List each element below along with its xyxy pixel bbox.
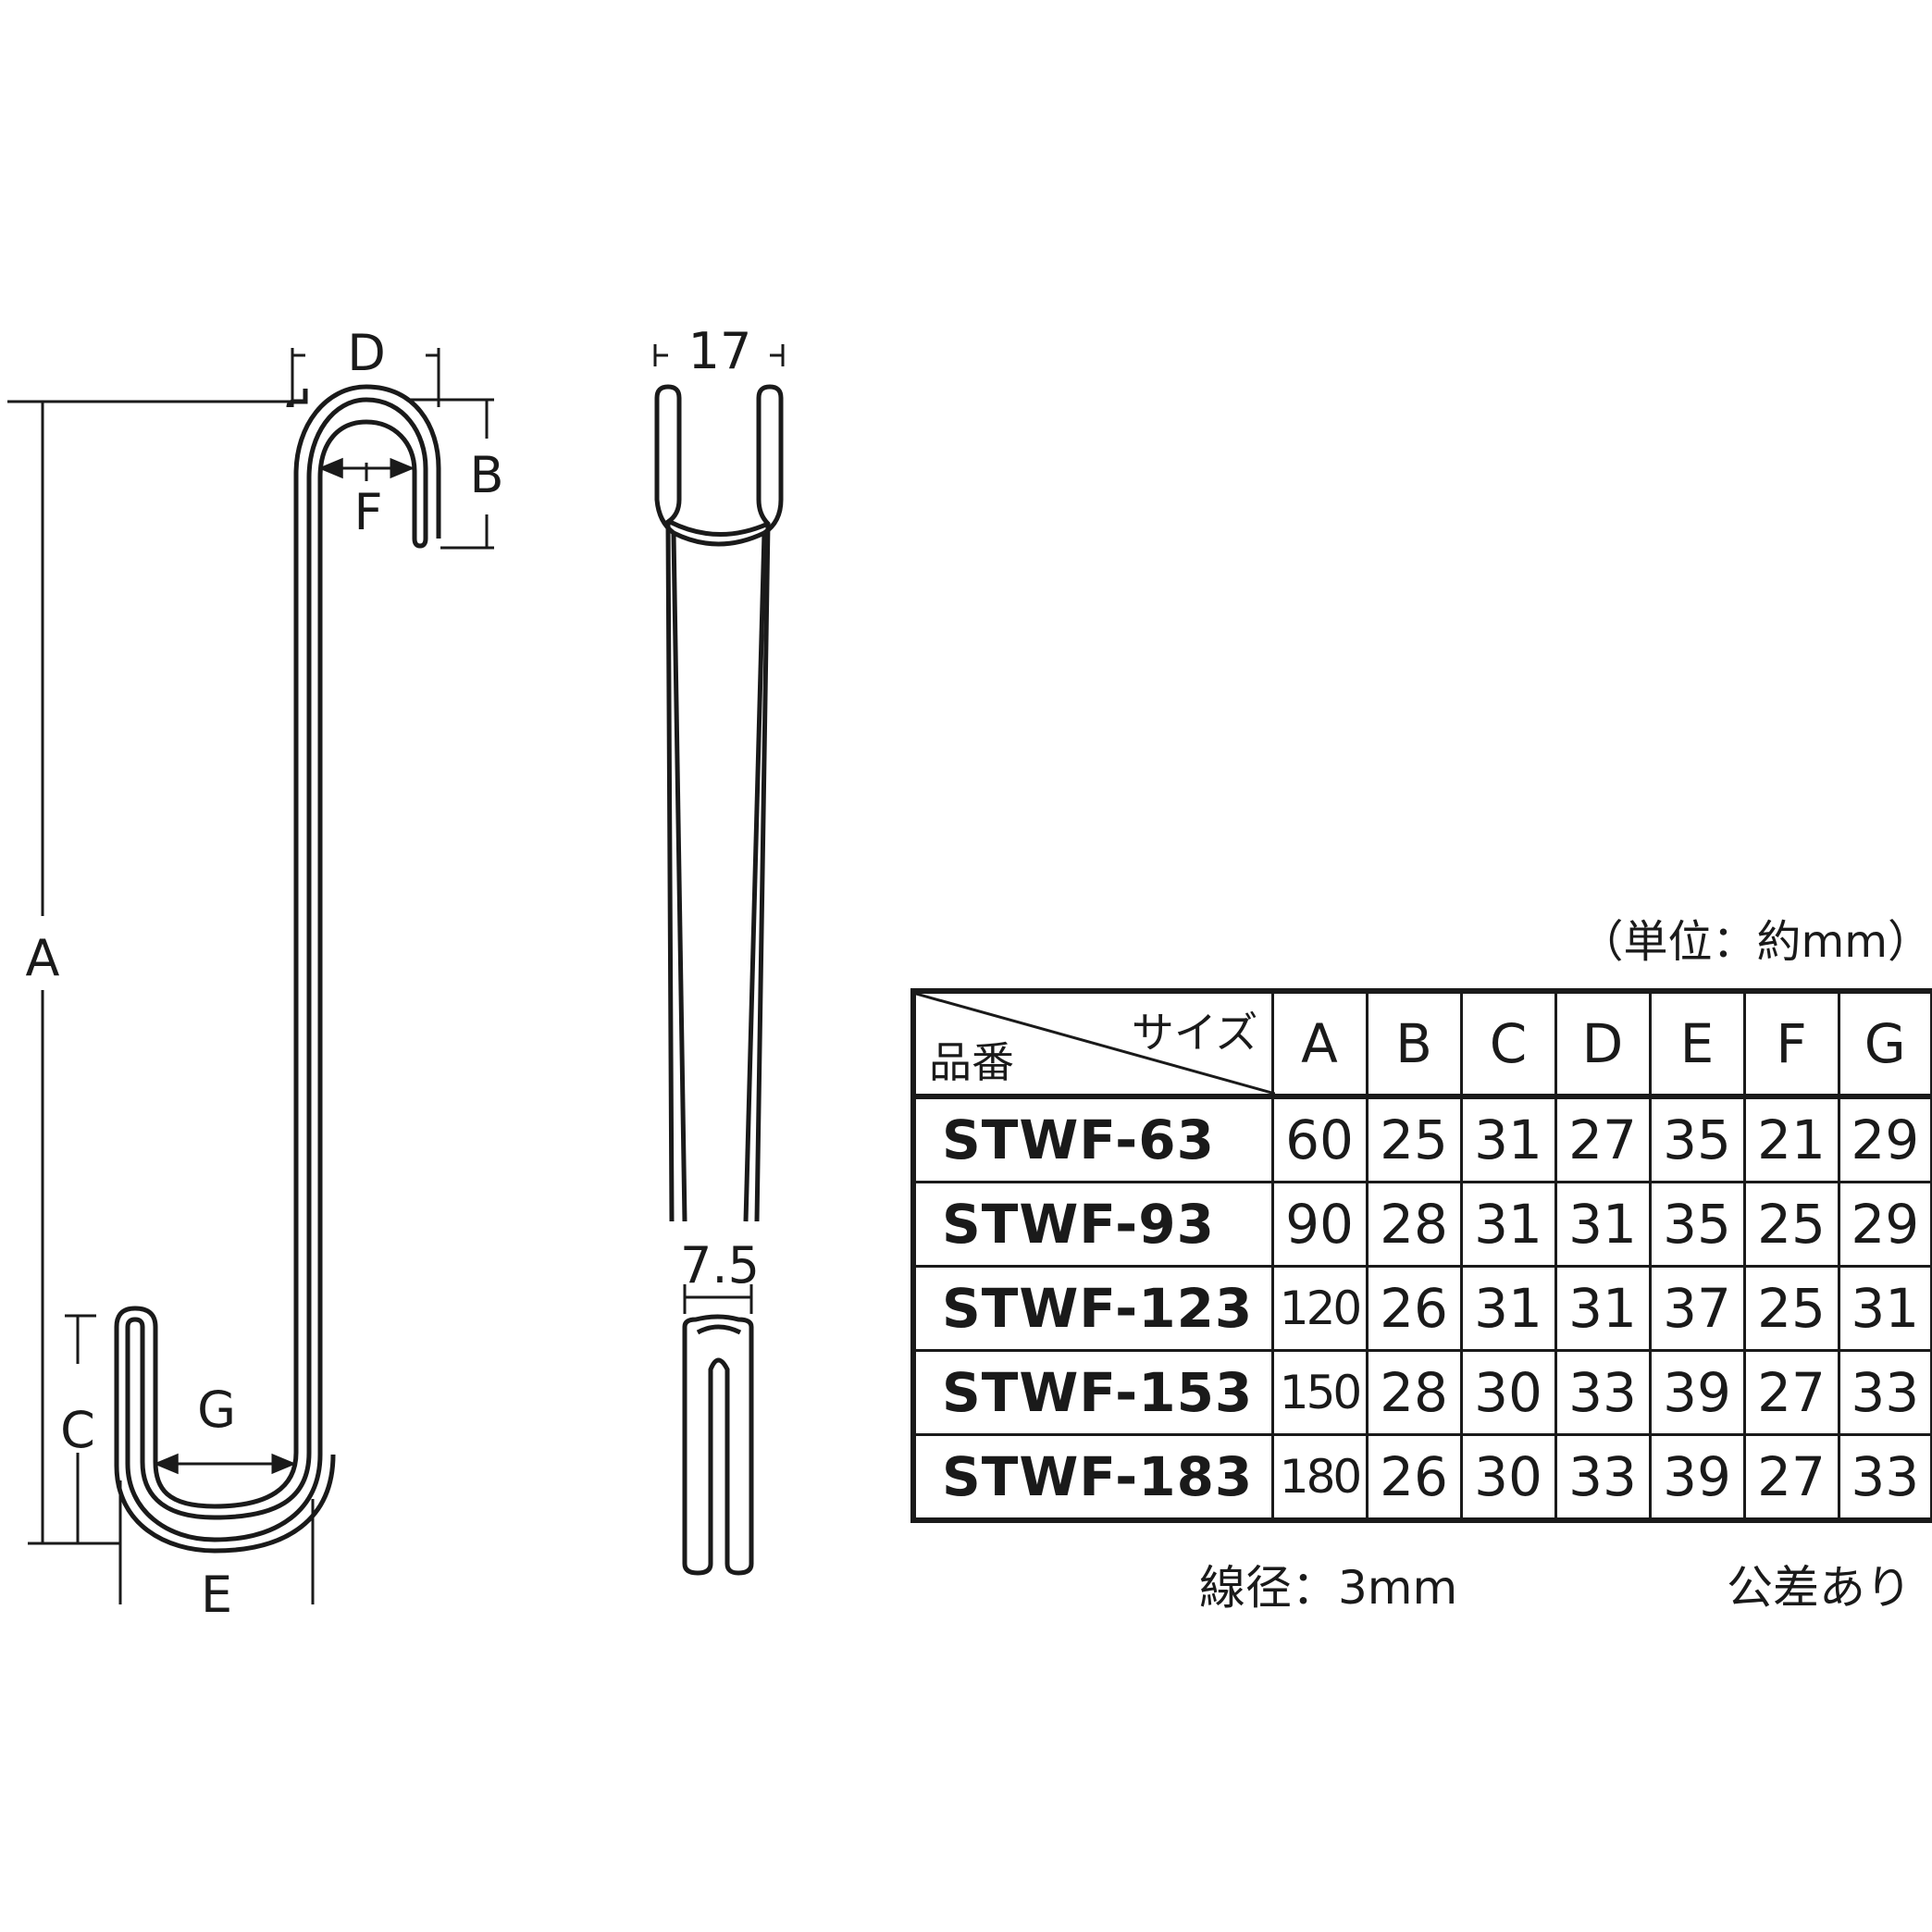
cell-b: 28 xyxy=(1365,1349,1463,1436)
cell-a: 90 xyxy=(1270,1181,1368,1268)
cell-a: 180 xyxy=(1270,1433,1368,1522)
cell-g: 29 xyxy=(1837,1095,1932,1183)
col-header-d: D xyxy=(1554,989,1652,1099)
dim-label-7-5: 7.5 xyxy=(680,1236,760,1294)
cell-c: 31 xyxy=(1459,1181,1557,1268)
cell-a: 60 xyxy=(1270,1095,1368,1183)
dimension-17: 17 xyxy=(653,322,785,380)
table-corner-cell: サイズ 品番 xyxy=(911,989,1275,1099)
table-row: STWF-183 180 26 30 33 39 27 33 xyxy=(911,1433,1932,1522)
cell-c: 31 xyxy=(1459,1095,1557,1183)
table-row: STWF-93 90 28 31 31 35 25 29 xyxy=(911,1181,1932,1268)
part-number: STWF-153 xyxy=(911,1349,1274,1436)
spec-table: サイズ 品番 A B C D E F G STWF-63 60 25 31 27… xyxy=(910,988,1932,1523)
cell-f: 21 xyxy=(1742,1095,1840,1183)
dimension-b: B xyxy=(407,398,504,550)
s-hook-front-view xyxy=(114,384,441,1554)
cell-b: 28 xyxy=(1365,1181,1463,1268)
cell-e: 39 xyxy=(1648,1349,1746,1436)
table-header-row: サイズ 品番 A B C D E F G xyxy=(911,989,1932,1099)
cell-f: 25 xyxy=(1742,1265,1840,1352)
dim-label-b: B xyxy=(469,446,503,504)
col-header-f: F xyxy=(1742,989,1840,1099)
part-number: STWF-123 xyxy=(911,1265,1274,1352)
wire-diameter-note: 線径：3mm xyxy=(1199,1561,1458,1615)
cell-c: 30 xyxy=(1459,1433,1557,1522)
dimension-g: G xyxy=(153,1381,297,1475)
part-number: STWF-63 xyxy=(911,1095,1274,1183)
cell-g: 33 xyxy=(1837,1349,1932,1436)
table-row: STWF-123 120 26 31 31 37 25 31 xyxy=(911,1265,1932,1352)
cell-f: 27 xyxy=(1742,1433,1840,1522)
dim-label-c: C xyxy=(60,1401,95,1459)
cell-e: 37 xyxy=(1648,1265,1746,1352)
cell-d: 33 xyxy=(1554,1433,1652,1522)
dimension-e: E xyxy=(118,1480,315,1624)
col-header-a: A xyxy=(1270,989,1368,1099)
dimension-7-5: 7.5 xyxy=(680,1236,760,1314)
cell-d: 27 xyxy=(1554,1095,1652,1183)
cell-a: 120 xyxy=(1270,1265,1368,1352)
cell-f: 25 xyxy=(1742,1181,1840,1268)
dim-label-g: G xyxy=(197,1381,236,1439)
table-row: STWF-153 150 28 30 33 39 27 33 xyxy=(911,1349,1932,1436)
dimension-f: F xyxy=(317,457,415,541)
cell-g: 31 xyxy=(1837,1265,1932,1352)
cell-f: 27 xyxy=(1742,1349,1840,1436)
unit-note: （単位：約mm） xyxy=(1579,916,1932,968)
col-header-g: G xyxy=(1837,989,1932,1099)
dim-label-e: E xyxy=(201,1566,232,1624)
cell-g: 33 xyxy=(1837,1433,1932,1522)
corner-size-label: サイズ xyxy=(1131,1008,1258,1058)
cell-g: 29 xyxy=(1837,1181,1932,1268)
dimension-c: C xyxy=(60,1314,96,1543)
cell-b: 26 xyxy=(1365,1265,1463,1352)
dim-label-17: 17 xyxy=(688,322,752,380)
cell-e: 35 xyxy=(1648,1095,1746,1183)
dimension-a: A xyxy=(7,400,292,1545)
col-header-b: B xyxy=(1365,989,1463,1099)
cell-b: 25 xyxy=(1365,1095,1463,1183)
table-row: STWF-63 60 25 31 27 35 21 29 xyxy=(911,1095,1932,1183)
corner-part-label: 品番 xyxy=(929,1037,1014,1087)
cell-b: 26 xyxy=(1365,1433,1463,1522)
dimension-d: D xyxy=(291,324,440,407)
col-header-e: E xyxy=(1648,989,1746,1099)
col-header-c: C xyxy=(1459,989,1557,1099)
hook-side-view xyxy=(654,384,784,1576)
tolerance-note: 公差あり xyxy=(1727,1561,1912,1615)
part-number: STWF-93 xyxy=(911,1181,1274,1268)
cell-e: 39 xyxy=(1648,1433,1746,1522)
cell-c: 30 xyxy=(1459,1349,1557,1436)
part-number: STWF-183 xyxy=(911,1433,1274,1522)
cell-d: 33 xyxy=(1554,1349,1652,1436)
dim-label-d: D xyxy=(347,324,386,382)
cell-e: 35 xyxy=(1648,1181,1746,1268)
dim-label-f: F xyxy=(353,483,382,541)
cell-d: 31 xyxy=(1554,1181,1652,1268)
cell-c: 31 xyxy=(1459,1265,1557,1352)
dim-label-a: A xyxy=(26,929,60,987)
cell-a: 150 xyxy=(1270,1349,1368,1436)
cell-d: 31 xyxy=(1554,1265,1652,1352)
